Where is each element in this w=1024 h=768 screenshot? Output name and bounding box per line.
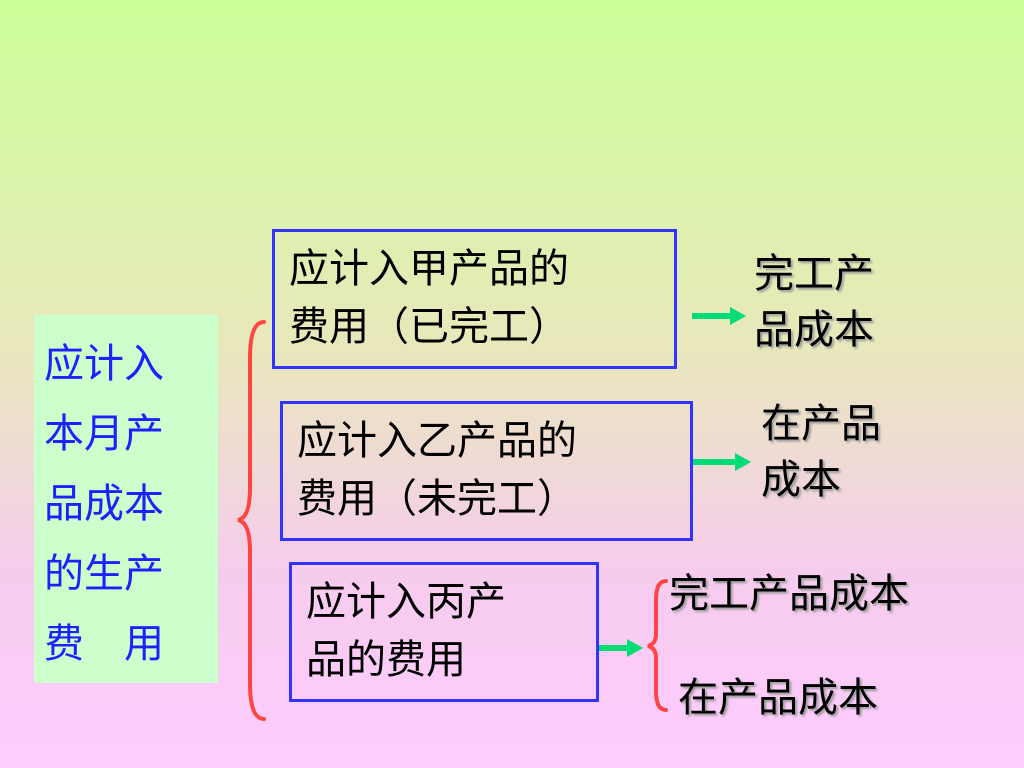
product-b-result-line: 在产品 [761,401,881,447]
right-arrow-icon [692,307,746,325]
product-b-cost-line: 费用（未完工） [297,476,577,522]
total-cost-line: 本月产 [44,411,164,457]
product-a-cost-box: 应计入甲产品的 费用（已完工） [272,229,677,369]
product-c-wip-cost: 在产品成本 [678,675,878,721]
total-cost-line: 的生产 [44,551,164,597]
product-a-result-line: 完工产 [754,251,874,297]
total-cost-line: 品成本 [44,481,164,527]
right-arrow-icon [693,453,751,471]
total-cost-line: 应计入 [44,341,164,387]
product-c-cost-box: 应计入丙产 品的费用 [289,562,599,702]
product-c-cost-line: 品的费用 [306,637,466,683]
product-a-cost-line: 应计入甲产品的 [289,246,569,292]
total-cost-line: 费 用 [44,621,164,667]
product-b-result-line: 成本 [761,457,841,503]
product-a-cost-line: 费用（已完工） [289,304,569,350]
product-c-cost-line: 应计入丙产 [306,579,506,625]
product-c-finished-cost: 完工产品成本 [669,571,909,617]
product-b-cost-line: 应计入乙产品的 [297,418,577,464]
product-a-result-line: 品成本 [754,307,874,353]
right-arrow-icon [599,639,643,657]
total-cost-box: 应计入 本月产 品成本 的生产 费 用 [34,315,218,683]
product-a-result: 完工产 品成本 [754,246,874,358]
product-b-result: 在产品 成本 [761,396,881,508]
left-brace-icon [237,320,266,721]
left-brace-icon [647,579,668,712]
product-b-cost-box: 应计入乙产品的 费用（未完工） [280,401,693,541]
